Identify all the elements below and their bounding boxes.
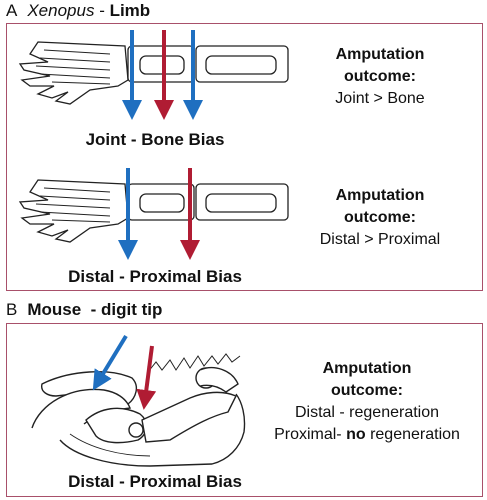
outcome-2: Amputation outcome: Distal > Proximal xyxy=(290,185,470,251)
outcome-2-text: Distal > Proximal xyxy=(319,231,441,248)
outcome-1-text: Joint > Bone xyxy=(335,90,425,107)
caption-distal-proximal-bias-a: Distal - Proximal Bias xyxy=(68,267,242,286)
panel-a-letter: A xyxy=(6,1,18,20)
panel-a-label: A Xenopus - Limb xyxy=(6,1,150,21)
xenopus-limb-2 xyxy=(18,179,289,243)
mouse-digit-tip xyxy=(31,353,246,467)
outcome-3-title-2: outcome: xyxy=(331,382,403,399)
panel-b-separator: - xyxy=(81,300,102,319)
blue-arrow-distal-digit xyxy=(92,334,128,391)
panel-a-frame xyxy=(6,23,483,291)
outcome-2-title-2: outcome: xyxy=(344,209,416,226)
outcome-1: Amputation outcome: Joint > Bone xyxy=(290,44,470,110)
xenopus-limb-1 xyxy=(18,41,289,105)
panel-b-tissue: digit tip xyxy=(101,300,163,319)
outcome-1-title-1: Amputation xyxy=(335,46,425,63)
outcome-3-line-2-bold: no xyxy=(346,426,366,443)
panel-b-organism: Mouse xyxy=(27,300,82,319)
panel-b-label: B Mouse - digit tip xyxy=(6,300,162,320)
panel-b-frame xyxy=(6,323,483,497)
panel-b-letter: B xyxy=(6,300,18,319)
outcome-3-line-2-suffix: regeneration xyxy=(365,426,460,443)
outcome-3-line-2: Proximal- no regeneration xyxy=(250,424,484,446)
outcome-1-title-2: outcome: xyxy=(344,68,416,85)
panel-a-organism: Xenopus xyxy=(27,1,95,20)
outcome-3-line-1: Distal - regeneration xyxy=(294,404,440,421)
outcome-3-title-1: Amputation xyxy=(322,360,412,377)
panel-a-tissue: Limb xyxy=(109,1,151,20)
outcome-3: Amputation outcome: Distal - regeneratio… xyxy=(250,358,484,446)
caption-joint-bone-bias: Joint - Bone Bias xyxy=(85,130,225,149)
red-arrow-proximal-digit xyxy=(136,345,157,410)
outcome-3-line-2-prefix: Proximal- xyxy=(274,426,347,443)
caption-distal-proximal-bias-b: Distal - Proximal Bias xyxy=(68,472,242,491)
panel-a-separator: - xyxy=(94,1,110,20)
outcome-2-title-1: Amputation xyxy=(335,187,425,204)
